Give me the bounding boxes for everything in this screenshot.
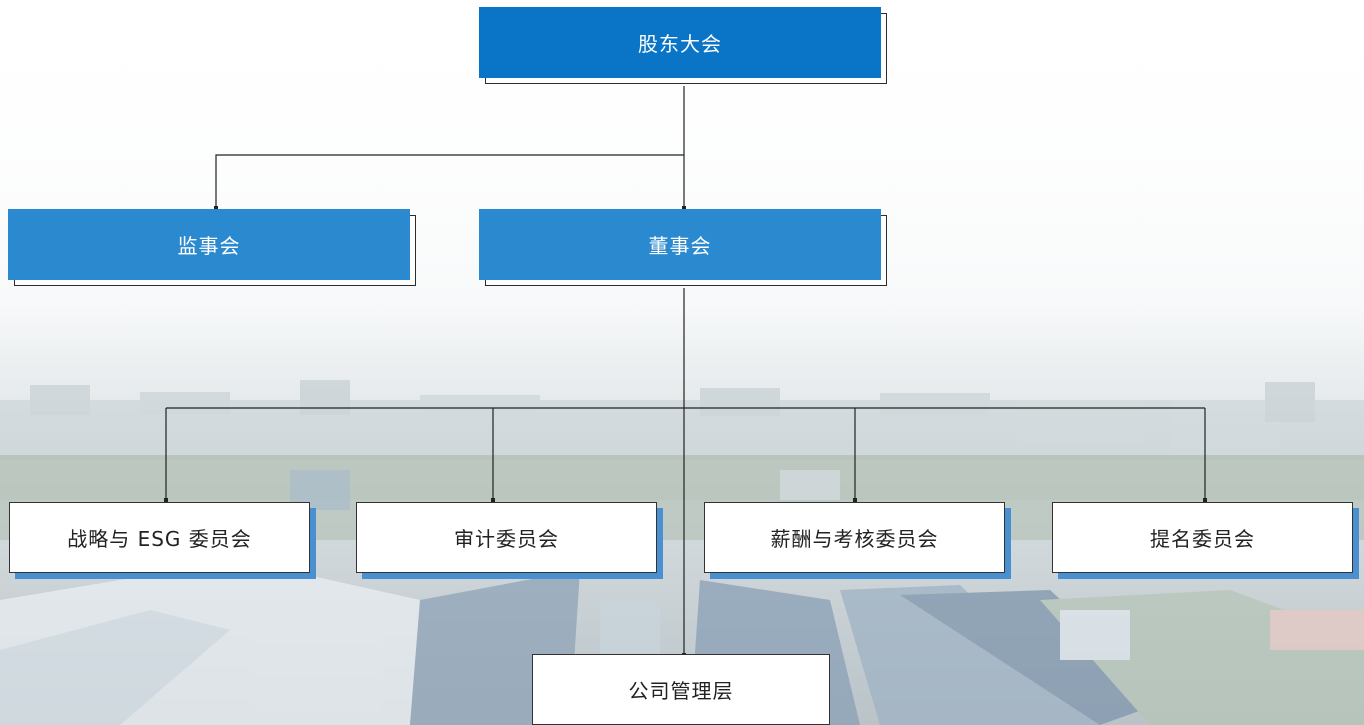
node-supervisory-label: 监事会: [8, 209, 410, 280]
node-supervisory-board: 监事会: [8, 209, 416, 286]
node-strategy-esg-label: 战略与 ESG 委员会: [9, 502, 310, 573]
node-company-management: 公司管理层: [532, 654, 830, 725]
node-audit-committee: 审计委员会: [356, 502, 663, 579]
node-audit-label: 审计委员会: [356, 502, 657, 573]
node-board-label: 董事会: [479, 209, 881, 280]
node-management-label: 公司管理层: [532, 654, 830, 725]
node-nomination-label: 提名委员会: [1052, 502, 1353, 573]
node-strategy-esg-committee: 战略与 ESG 委员会: [9, 502, 316, 579]
node-board-of-directors: 董事会: [479, 209, 887, 286]
node-remuneration-committee: 薪酬与考核委员会: [704, 502, 1011, 579]
node-remuneration-label: 薪酬与考核委员会: [704, 502, 1005, 573]
node-nomination-committee: 提名委员会: [1052, 502, 1359, 579]
node-shareholders-meeting: 股东大会: [479, 7, 887, 84]
node-shareholders-label: 股东大会: [479, 7, 881, 78]
